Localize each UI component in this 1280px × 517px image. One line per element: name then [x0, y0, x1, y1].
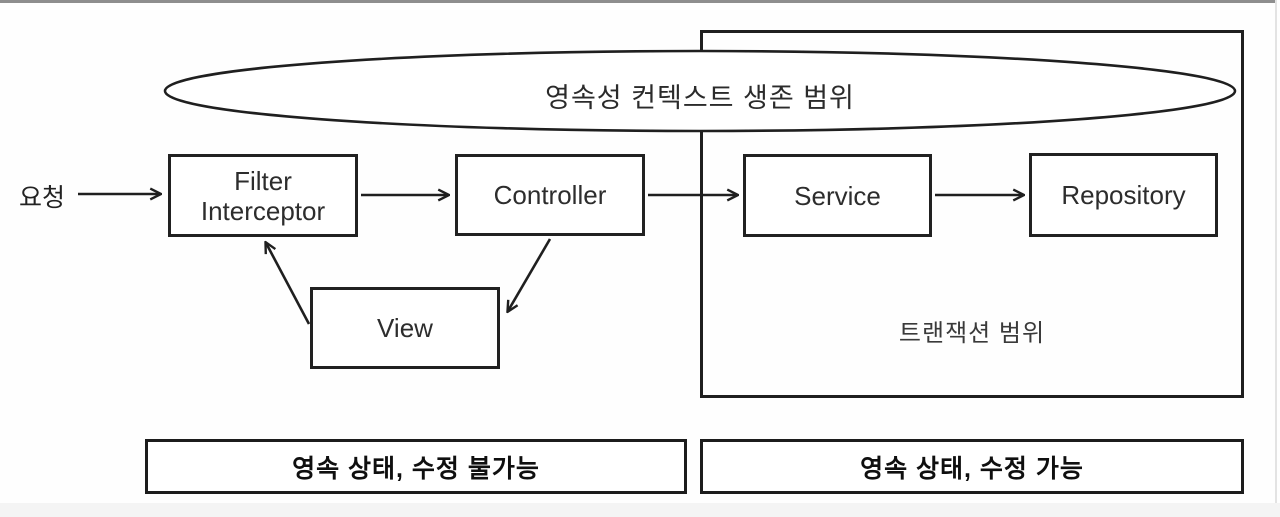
node-view-label: View: [377, 313, 433, 343]
arrow-view-to-filter: [266, 243, 311, 325]
transaction-scope-label: 트랜잭션 범위: [898, 320, 1046, 347]
node-service-label: Service: [794, 180, 881, 211]
node-service: Service: [743, 154, 932, 237]
node-controller: Controller: [455, 154, 645, 236]
request-label: 요청: [18, 184, 65, 212]
node-controller-label: Controller: [493, 180, 607, 210]
banner-right-label: 영속 상태, 수정 가능: [860, 454, 1084, 483]
node-filter-interceptor: Filter Interceptor: [168, 154, 358, 237]
banner-persistent-not-modifiable: 영속 상태, 수정 불가능: [145, 439, 687, 494]
persistence-context-title: 영속성 컨텍스트 생존 범위: [545, 83, 855, 113]
bottom-edge-strip: [0, 503, 1280, 517]
banner-left-label: 영속 상태, 수정 불가능: [292, 454, 540, 483]
transaction-scope-box: [700, 30, 1244, 398]
top-border-line: [0, 0, 1276, 3]
node-view: View: [310, 287, 500, 369]
right-border-line: [1275, 0, 1277, 517]
node-repository: Repository: [1029, 153, 1218, 237]
node-repository-label: Repository: [1061, 180, 1186, 210]
banner-persistent-modifiable: 영속 상태, 수정 가능: [700, 439, 1244, 494]
node-filter-interceptor-label: Filter Interceptor: [200, 165, 326, 226]
arrow-controller-to-view: [508, 238, 552, 311]
